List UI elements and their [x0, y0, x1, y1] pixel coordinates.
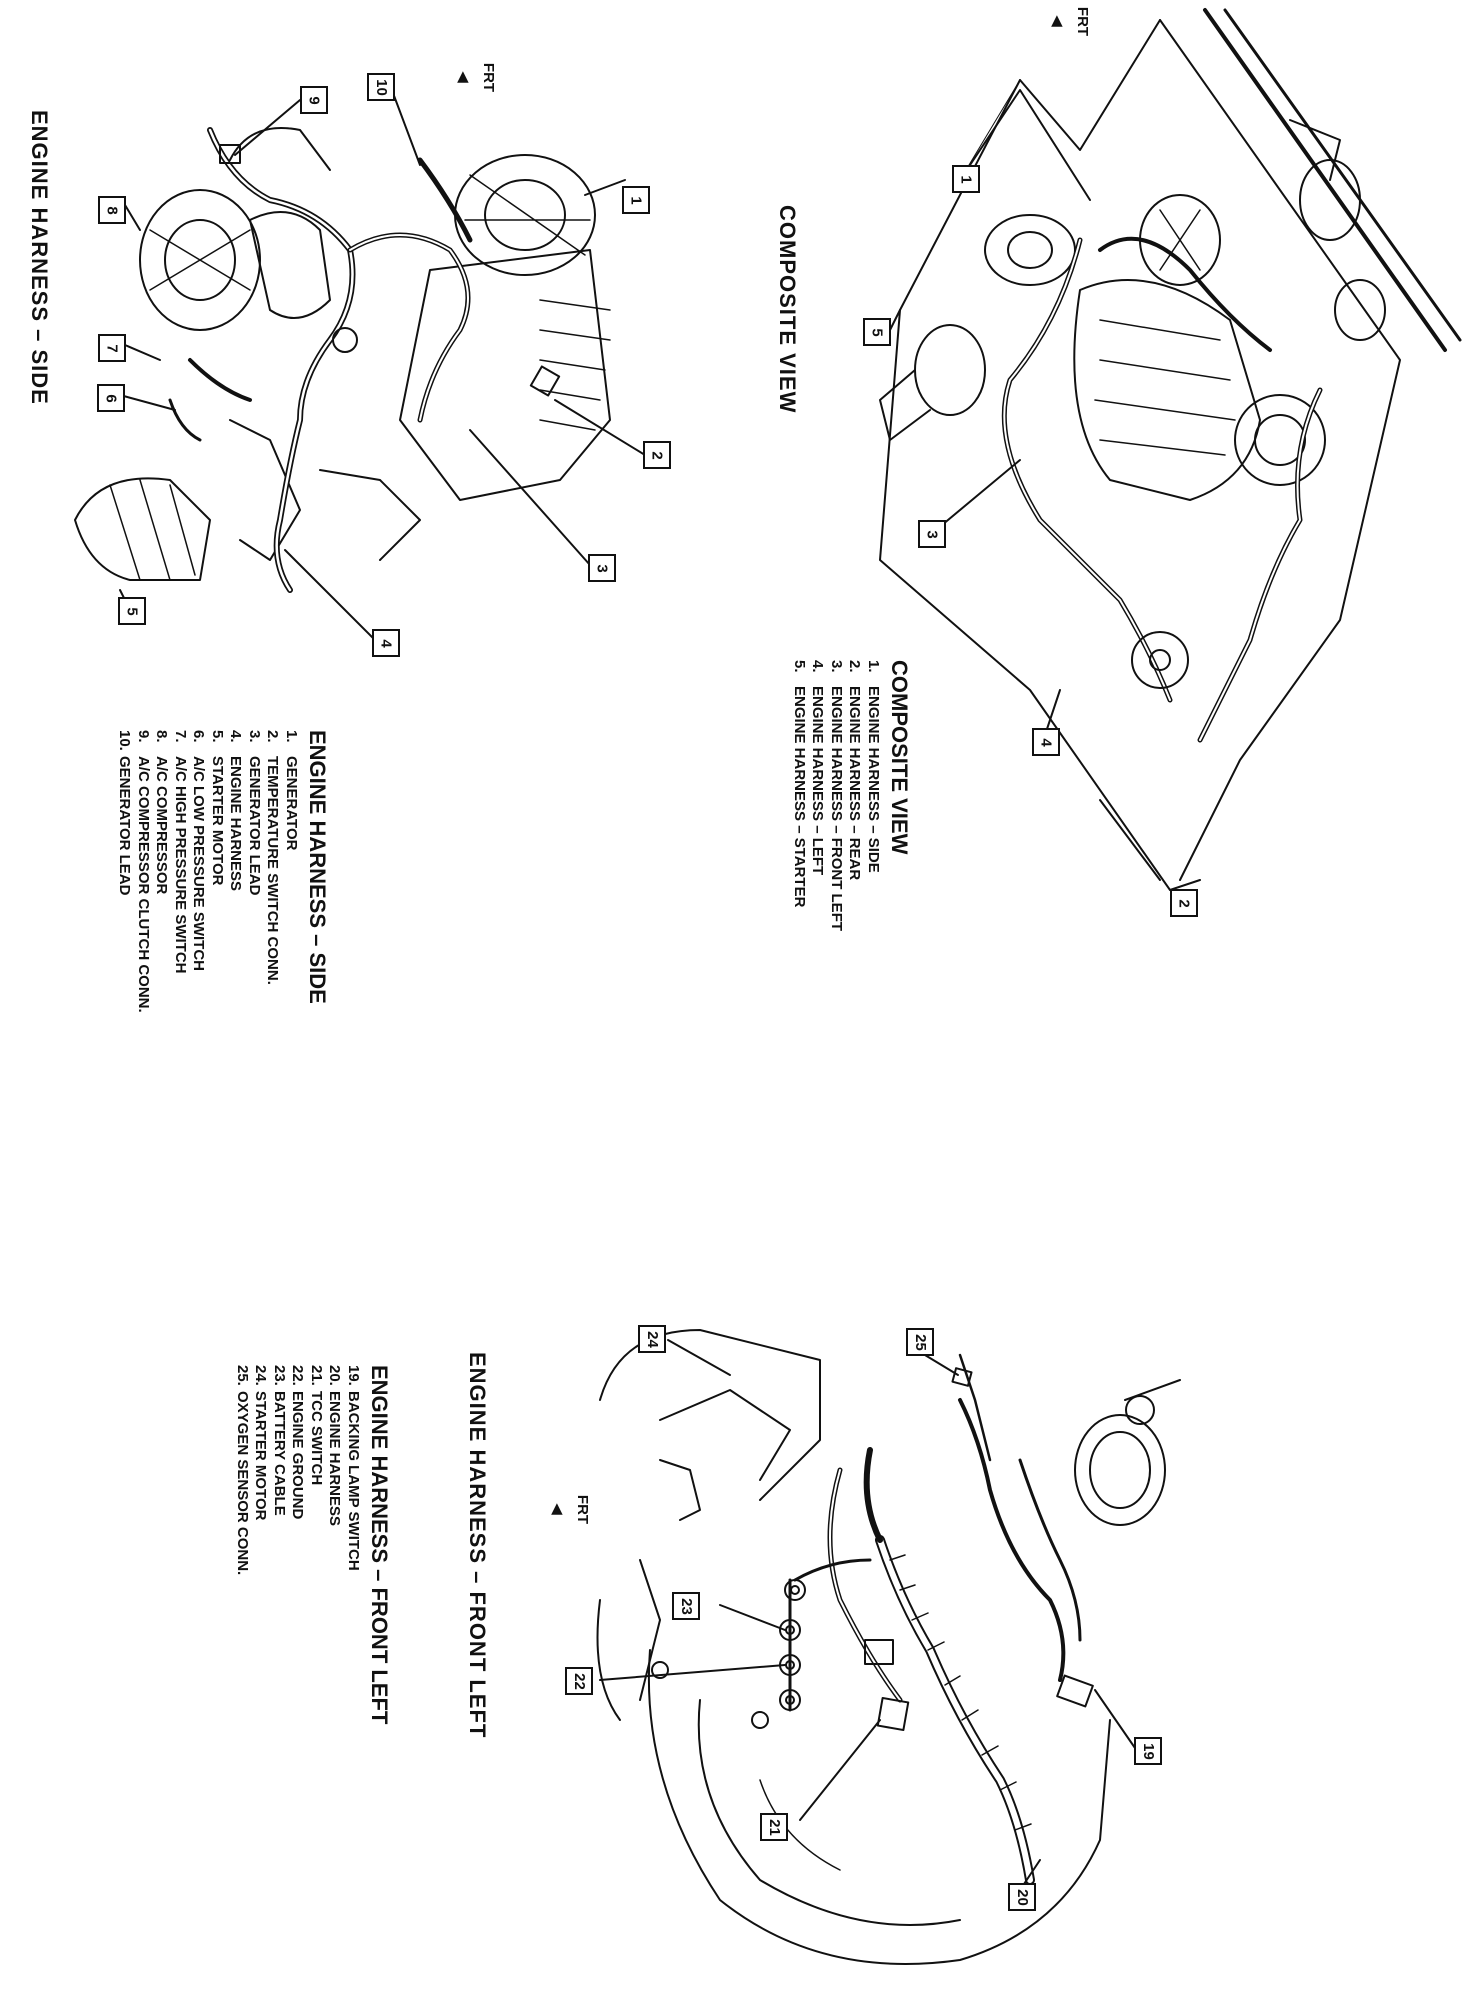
legend-item: 20.ENGINE HARNESS	[326, 1365, 344, 1527]
callout-side-7: 7	[98, 334, 126, 362]
legend-item: 24.STARTER MOTOR	[252, 1365, 270, 1521]
callout-side-4: 4	[372, 629, 400, 657]
legend-item: 3.GENERATOR LEAD	[246, 730, 263, 896]
callout-front-left-21: 21	[760, 1813, 788, 1841]
callout-composite-1: 1	[952, 165, 980, 193]
legend-item: 9.A/C COMPRESSOR CLUTCH CONN.	[135, 730, 152, 1013]
legend-item: 4.ENGINE HARNESS	[227, 730, 245, 892]
composite-legend: COMPOSITE VIEW 1.ENGINE HARNESS – SIDE 2…	[790, 660, 912, 932]
legend-item: 10.GENERATOR LEAD	[116, 730, 134, 896]
front-left-legend-list: 19.BACKING LAMP SWITCH 20.ENGINE HARNESS…	[233, 1365, 362, 1724]
front-left-view-title: ENGINE HARNESS – FRONT LEFT	[465, 1352, 490, 1739]
legend-item: 5.STARTER MOTOR	[209, 730, 226, 886]
legend-item: 22.ENGINE GROUND	[289, 1365, 307, 1520]
callout-side-6: 6	[97, 384, 125, 412]
legend-item: 21.TCC SWITCH	[308, 1365, 325, 1486]
callout-front-left-20: 20	[1008, 1883, 1036, 1911]
callout-front-left-23: 23	[672, 1592, 700, 1620]
legend-item: 19.BACKING LAMP SWITCH	[345, 1365, 362, 1571]
composite-legend-title: COMPOSITE VIEW	[887, 660, 912, 855]
callout-side-3: 3	[588, 554, 616, 582]
composite-view-drawing	[879, 8, 1462, 891]
callout-front-left-22: 22	[565, 1667, 593, 1695]
callout-composite-4: 4	[1032, 728, 1060, 756]
front-arrow-composite: ◀ FRT	[1048, 6, 1091, 37]
legend-item: 8.A/C COMPRESSOR	[153, 730, 171, 895]
legend-item: 7.A/C HIGH PRESSURE SWITCH	[172, 730, 189, 974]
front-arrow-icon: ◀	[454, 71, 472, 83]
callout-composite-3: 3	[918, 520, 946, 548]
legend-item: 2.TEMPERATURE SWITCH CONN.	[264, 730, 282, 985]
front-arrow-front-left: ◀ FRT	[548, 1494, 591, 1525]
front-arrow-side: ◀ FRT	[454, 62, 497, 93]
callout-side-8: 8	[98, 196, 126, 224]
legend-item: 1.GENERATOR	[283, 730, 300, 851]
front-arrow-icon: ◀	[548, 1503, 566, 1515]
side-legend: ENGINE HARNESS – SIDE 1.GENERATOR 2.TEMP…	[115, 730, 331, 1013]
legend-item: 1.ENGINE HARNESS – SIDE	[865, 660, 882, 873]
front-arrow-icon: ◀	[1048, 15, 1066, 27]
callout-side-9: 9	[300, 86, 328, 114]
composite-view-title: COMPOSITE VIEW	[775, 205, 800, 414]
legend-item: 2.ENGINE HARNESS – REAR	[846, 660, 864, 881]
callout-side-10: 10	[367, 73, 395, 101]
callout-composite-2: 2	[1170, 889, 1198, 917]
callout-composite-5: 5	[863, 318, 891, 346]
legend-item: 3.ENGINE HARNESS – FRONT LEFT	[828, 660, 845, 932]
front-left-legend: ENGINE HARNESS – FRONT LEFT 19.BACKING L…	[233, 1365, 392, 1725]
front-left-legend-title: ENGINE HARNESS – FRONT LEFT	[367, 1365, 392, 1725]
legend-item: 23.BATTERY CABLE	[271, 1365, 288, 1516]
callout-side-1: 1	[622, 186, 650, 214]
side-legend-list: 1.GENERATOR 2.TEMPERATURE SWITCH CONN. 3…	[115, 730, 301, 1013]
legend-item: 5.ENGINE HARNESS – STARTER	[791, 660, 808, 908]
front-left-view-drawing	[596, 1329, 1181, 1965]
callout-front-left-19: 19	[1134, 1737, 1162, 1765]
legend-item: 25.OXYGEN SENSOR CONN.	[234, 1365, 251, 1576]
callout-side-2: 2	[643, 441, 671, 469]
side-legend-title: ENGINE HARNESS – SIDE	[305, 730, 330, 1004]
callout-front-left-24: 24	[638, 1325, 666, 1353]
legend-item: 4.ENGINE HARNESS – LEFT	[809, 660, 827, 876]
side-view-title: ENGINE HARNESS – SIDE	[27, 110, 52, 405]
callout-front-left-25: 25	[906, 1328, 934, 1356]
side-view-drawing	[74, 84, 646, 641]
legend-item: 6.A/C LOW PRESSURE SWITCH	[190, 730, 208, 972]
callout-side-5: 5	[118, 597, 146, 625]
composite-legend-list: 1.ENGINE HARNESS – SIDE 2.ENGINE HARNESS…	[790, 660, 882, 932]
